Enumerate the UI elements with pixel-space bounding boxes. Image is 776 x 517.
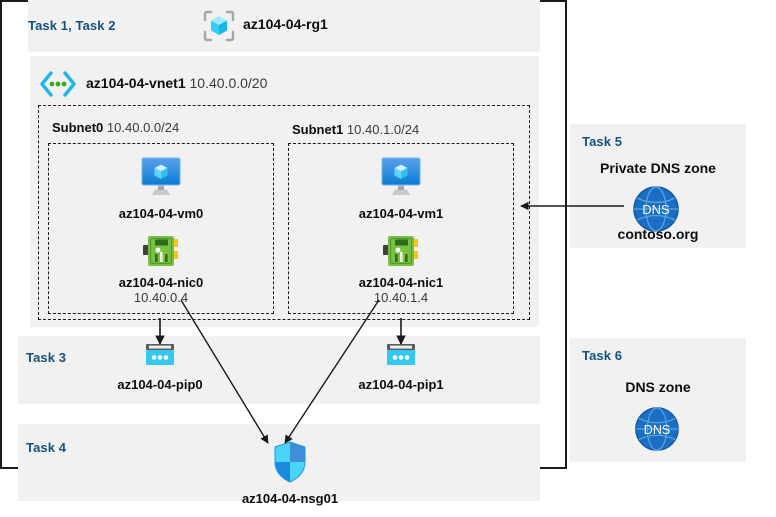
vnet-name: az104-04-vnet1 bbox=[86, 75, 186, 91]
vnet-address-space: 10.40.0.0/20 bbox=[189, 75, 268, 91]
task-label-1-2: Task 1, Task 2 bbox=[28, 18, 116, 33]
private-dns-zone-heading: Private DNS zone bbox=[600, 160, 716, 176]
subnet0-cidr: 10.40.0.0/24 bbox=[106, 120, 180, 135]
dns-zone-icon[interactable]: DNS bbox=[632, 404, 682, 459]
resource-pip0[interactable]: az104-04-pip0 bbox=[110, 342, 210, 392]
subnet1-name: Subnet1 bbox=[292, 122, 344, 137]
task3-panel bbox=[18, 336, 540, 404]
dns-zone-icon[interactable]: DNS bbox=[630, 183, 682, 240]
resource-nsg[interactable]: az104-04-nsg01 bbox=[230, 440, 350, 506]
vm0-name: az104-04-vm0 bbox=[118, 206, 204, 221]
subnet0-label: Subnet0 10.40.0.0/24 bbox=[52, 120, 179, 135]
task-label-6: Task 6 bbox=[582, 348, 623, 363]
network-interface-icon bbox=[351, 234, 451, 273]
dns-icon-text: DNS bbox=[642, 202, 670, 217]
task-label-4: Task 4 bbox=[26, 440, 67, 455]
nsg-name: az104-04-nsg01 bbox=[241, 491, 339, 506]
virtual-network-icon bbox=[38, 70, 78, 98]
network-interface-icon bbox=[111, 234, 211, 273]
subnet1-cidr: 10.40.1.0/24 bbox=[346, 122, 420, 137]
pip1-name: az104-04-pip1 bbox=[358, 377, 444, 392]
subnets-container bbox=[38, 105, 530, 320]
private-dns-zone-name: contoso.org bbox=[617, 226, 699, 242]
resource-vm1[interactable]: az104-04-vm1 bbox=[351, 155, 451, 221]
resource-group-name: az104-04-rg1 bbox=[243, 16, 328, 32]
resource-pip1[interactable]: az104-04-pip1 bbox=[351, 342, 451, 392]
resource-nic0[interactable]: az104-04-nic0 10.40.0.4 bbox=[111, 234, 211, 305]
virtual-machine-icon bbox=[351, 155, 451, 204]
public-ip-address-icon bbox=[110, 342, 210, 375]
resource-group-icon bbox=[202, 9, 236, 43]
task-label-5: Task 5 bbox=[582, 134, 623, 149]
dns-zone-heading: DNS zone bbox=[625, 379, 691, 395]
vnet-title: az104-04-vnet1 10.40.0.0/20 bbox=[86, 75, 267, 91]
subnet0-name: Subnet0 bbox=[52, 120, 104, 135]
virtual-machine-icon bbox=[111, 155, 211, 204]
subnet1-label: Subnet1 10.40.1.0/24 bbox=[292, 122, 419, 137]
nic0-name: az104-04-nic0 bbox=[118, 275, 204, 290]
resource-nic1[interactable]: az104-04-nic1 10.40.1.4 bbox=[351, 234, 451, 305]
resource-vm0[interactable]: az104-04-vm0 bbox=[111, 155, 211, 221]
nic1-name: az104-04-nic1 bbox=[358, 275, 444, 290]
subnet1-box bbox=[288, 143, 514, 314]
task-label-3: Task 3 bbox=[26, 350, 67, 365]
vm1-name: az104-04-vm1 bbox=[358, 206, 444, 221]
nic1-ip: 10.40.1.4 bbox=[373, 290, 429, 305]
subnet0-box bbox=[48, 143, 274, 314]
dns-icon-text: DNS bbox=[644, 423, 670, 437]
pip0-name: az104-04-pip0 bbox=[117, 377, 203, 392]
network-security-group-icon bbox=[230, 440, 350, 489]
vnet-panel bbox=[30, 56, 539, 327]
resource-group-header bbox=[28, 0, 540, 52]
public-ip-address-icon bbox=[351, 342, 451, 375]
nic0-ip: 10.40.0.4 bbox=[133, 290, 189, 305]
